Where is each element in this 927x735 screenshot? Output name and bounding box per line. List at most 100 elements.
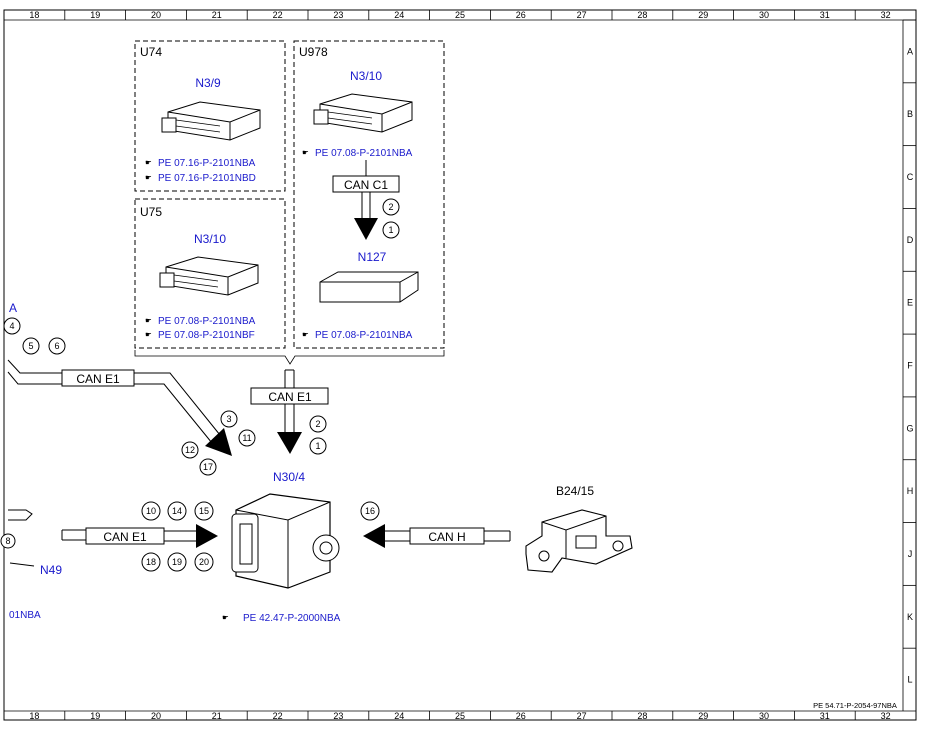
ref-icon: ☛ — [145, 330, 152, 339]
pin-label: 19 — [172, 557, 182, 567]
pin-label: 1 — [388, 225, 393, 235]
grid-column-label: 27 — [577, 711, 587, 721]
u74-group-box — [134, 40, 286, 192]
grid-column-label: 25 — [455, 10, 465, 20]
can-e1-mid-label: CAN E1 — [268, 390, 312, 404]
grid-column-label: 28 — [637, 10, 647, 20]
u74-label: U74 — [140, 45, 162, 59]
n30-4-ref[interactable]: PE 42.47-P-2000NBA — [243, 613, 341, 624]
grid-column-label: 19 — [90, 711, 100, 721]
can-h-box — [409, 527, 485, 545]
can-e1-left-label: CAN E1 — [76, 372, 120, 386]
ecu-module-icon — [313, 93, 413, 133]
grid-row-label: K — [907, 612, 913, 622]
grid-column-label: 22 — [273, 711, 283, 721]
b24-15-label[interactable]: B24/15 — [556, 484, 594, 498]
u978-ref-1[interactable]: PE 07.08-P-2101NBA — [315, 148, 413, 159]
ref-icon: ☛ — [145, 316, 152, 325]
n127-label[interactable]: N127 — [358, 250, 387, 264]
pin-label: 8 — [5, 536, 10, 546]
ref-icon: ☛ — [302, 330, 309, 339]
can-h-label: CAN H — [428, 530, 465, 544]
group-brace — [134, 350, 445, 365]
left-a-label[interactable]: A — [9, 301, 17, 315]
pin-label: 5 — [28, 341, 33, 351]
u74-ref-1[interactable]: PE 07.16-P-2101NBA — [158, 158, 256, 169]
u75-ref-1[interactable]: PE 07.08-P-2101NBA — [158, 316, 256, 327]
sensor-icon — [525, 509, 633, 573]
arrow-diagonal-icon — [205, 428, 232, 456]
n3-9-label[interactable]: N3/9 — [195, 76, 221, 90]
pin-label: 1 — [315, 441, 320, 451]
grid-column-label: 31 — [820, 711, 830, 721]
grid-column-label: 24 — [394, 711, 404, 721]
left-ref-fragment[interactable]: 01NBA — [9, 610, 41, 621]
grid-column-label: 21 — [212, 10, 222, 20]
grid-row-label: G — [906, 423, 913, 433]
grid-column-label: 18 — [29, 711, 39, 721]
arrow-right-icon — [196, 524, 218, 548]
grid-column-label: 19 — [90, 10, 100, 20]
ref-icon: ☛ — [145, 173, 152, 182]
can-e1-bottom-label: CAN E1 — [103, 530, 147, 544]
grid-column-label: 26 — [516, 711, 526, 721]
grid-column-label: 20 — [151, 711, 161, 721]
grid-column-label: 24 — [394, 10, 404, 20]
n49-label[interactable]: N49 — [40, 563, 62, 577]
n127-ref[interactable]: PE 07.08-P-2101NBA — [315, 330, 413, 341]
pin-label: 17 — [203, 462, 213, 472]
grid-row-label: H — [907, 486, 914, 496]
pin-label: 20 — [199, 557, 209, 567]
grid-row-label: L — [907, 675, 912, 685]
pin-label: 14 — [172, 506, 182, 516]
grid-row-label: C — [907, 172, 914, 182]
grid-row-label: F — [907, 361, 913, 371]
connector-fragment-icon — [8, 509, 33, 521]
u978-group-box — [293, 40, 445, 349]
pin-label: 12 — [185, 445, 195, 455]
grid-column-label: 28 — [637, 711, 647, 721]
pin-label: 2 — [315, 419, 320, 429]
pin-label: 15 — [199, 506, 209, 516]
pin-label: 4 — [9, 321, 14, 331]
grid-column-label: 23 — [333, 711, 343, 721]
grid-column-label: 26 — [516, 10, 526, 20]
grid-row-label: A — [907, 46, 913, 56]
u74-ref-2[interactable]: PE 07.16-P-2101NBD — [158, 173, 256, 184]
grid-column-label: 25 — [455, 711, 465, 721]
control-unit-box-icon — [319, 271, 419, 303]
grid-column-label: 29 — [698, 10, 708, 20]
pin-label: 11 — [242, 433, 251, 443]
n3-10-u978-label[interactable]: N3/10 — [350, 69, 382, 83]
grid-row-label: B — [907, 109, 913, 119]
can-c1-label: CAN C1 — [344, 178, 388, 192]
grid-column-label: 20 — [151, 10, 161, 20]
ecu-module-icon — [159, 256, 259, 296]
grid-column-label: 23 — [333, 10, 343, 20]
grid-column-label: 30 — [759, 711, 769, 721]
can-e1-left-box — [61, 369, 135, 387]
n3-10-u75-label[interactable]: N3/10 — [194, 232, 226, 246]
n30-4-label[interactable]: N30/4 — [273, 470, 305, 484]
pin-label: 6 — [54, 341, 59, 351]
can-e1-mid-box — [250, 387, 329, 405]
pin-label: 10 — [146, 506, 156, 516]
grid-column-label: 27 — [577, 10, 587, 20]
u75-ref-2[interactable]: PE 07.08-P-2101NBF — [158, 330, 255, 341]
frame-border — [3, 9, 917, 721]
pin-label: 3 — [226, 414, 231, 424]
u75-label: U75 — [140, 205, 162, 219]
grid-row-label: J — [908, 549, 913, 559]
arrow-down-icon — [277, 432, 302, 454]
ecu-module-icon — [161, 101, 261, 141]
grid-column-label: 32 — [881, 711, 891, 721]
can-e1-bottom-box — [85, 527, 165, 545]
grid-row-label: E — [907, 298, 913, 308]
abs-unit-icon — [231, 493, 340, 589]
arrow-left-icon — [363, 524, 385, 548]
arrow-down-icon — [354, 218, 378, 240]
u75-group-box — [134, 198, 286, 349]
